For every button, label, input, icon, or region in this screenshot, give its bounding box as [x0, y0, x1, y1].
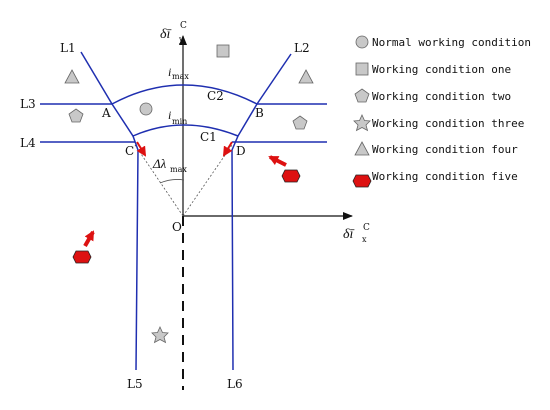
- label-c: C: [125, 144, 134, 158]
- legend-label-normal: Normal working condition: [372, 36, 531, 49]
- label-imax-sub: max: [172, 72, 189, 81]
- label-c1: C1: [200, 130, 217, 144]
- label-imax-i: i: [168, 65, 171, 79]
- angle-arc: [159, 179, 185, 184]
- label-b: B: [255, 106, 264, 120]
- x-axis-label: δī x C: [343, 223, 370, 244]
- axes: [179, 35, 353, 390]
- line-l2: [256, 53, 292, 105]
- hexagon-marker-upper-right: [281, 169, 301, 183]
- label-a: A: [101, 106, 111, 120]
- line-l5: [132, 135, 139, 371]
- legend-label-one: Working condition one: [372, 63, 511, 76]
- label-l6: L6: [227, 377, 243, 391]
- legend-item-two: Working condition two: [354, 88, 511, 103]
- star-icon: [353, 114, 371, 132]
- hexagon-marker-lower-left: [72, 250, 92, 264]
- inner-arc-imin: [111, 103, 258, 137]
- label-imin-sub: min: [172, 117, 187, 126]
- arc-labels: i max i min: [168, 65, 189, 126]
- line-l6: [231, 135, 239, 371]
- legend-item-one: Working condition one: [355, 62, 511, 76]
- label-d: D: [236, 144, 246, 158]
- label-l2: L2: [294, 41, 310, 55]
- legend-label-two: Working condition two: [372, 90, 511, 103]
- legend-label-five: Working condition five: [372, 170, 518, 183]
- y-axis-label: δī y C: [160, 21, 187, 44]
- angle-label: Δλ: [152, 156, 167, 171]
- arrow-to-c: [136, 141, 147, 157]
- legend-item-four: Working condition four: [354, 141, 518, 156]
- legend-label-three: Working condition three: [372, 117, 524, 130]
- label-l5: L5: [127, 377, 143, 391]
- triangle-marker-left: [64, 69, 80, 84]
- x-axis-label-sub: x: [362, 235, 367, 244]
- arrow-to-d: [222, 141, 233, 157]
- line-l1: [80, 51, 113, 105]
- red-arrows: [83, 141, 287, 247]
- y-axis-label-sup: C: [180, 21, 187, 31]
- condition-markers: [64, 44, 314, 344]
- square-marker: [216, 44, 230, 58]
- legend-item-normal: Normal working condition: [355, 35, 531, 49]
- label-imin-i: i: [168, 108, 171, 122]
- arrow-upper-right: [268, 155, 287, 167]
- label-c2: C2: [207, 89, 224, 103]
- outer-arc-imax: [111, 84, 258, 105]
- label-l4: L4: [20, 136, 36, 150]
- origin-label: O: [172, 220, 182, 234]
- triangle-icon: [354, 141, 370, 156]
- dashed-ray-to-d: [182, 144, 233, 217]
- square-icon: [355, 62, 369, 76]
- line-labels: L1 L2 L3 L4 L5 L6: [20, 41, 310, 391]
- y-axis-label-main: δī: [160, 27, 172, 42]
- star-marker: [151, 326, 169, 344]
- circle-marker: [139, 102, 153, 116]
- legend: Normal working condition Working conditi…: [352, 35, 531, 188]
- circle-icon: [355, 35, 369, 49]
- legend-label-four: Working condition four: [372, 143, 518, 156]
- y-axis-label-sub: y: [178, 35, 184, 44]
- triangle-marker-right: [298, 69, 314, 84]
- legend-item-five: Working condition five: [352, 170, 518, 188]
- hexagon-icon: [352, 174, 372, 188]
- arrow-lower-left: [83, 230, 95, 247]
- x-axis-label-main: δī: [343, 227, 355, 242]
- x-axis-label-sup: C: [363, 223, 370, 233]
- point-labels: A B C D C1 C2: [101, 89, 264, 158]
- pentagon-icon: [354, 88, 370, 103]
- angle-label-sub: max: [170, 165, 187, 174]
- label-l3: L3: [20, 97, 36, 111]
- label-l1: L1: [60, 41, 76, 55]
- pentagon-marker-left: [68, 108, 84, 123]
- pentagon-marker-right: [292, 115, 308, 130]
- legend-item-three: Working condition three: [353, 114, 524, 132]
